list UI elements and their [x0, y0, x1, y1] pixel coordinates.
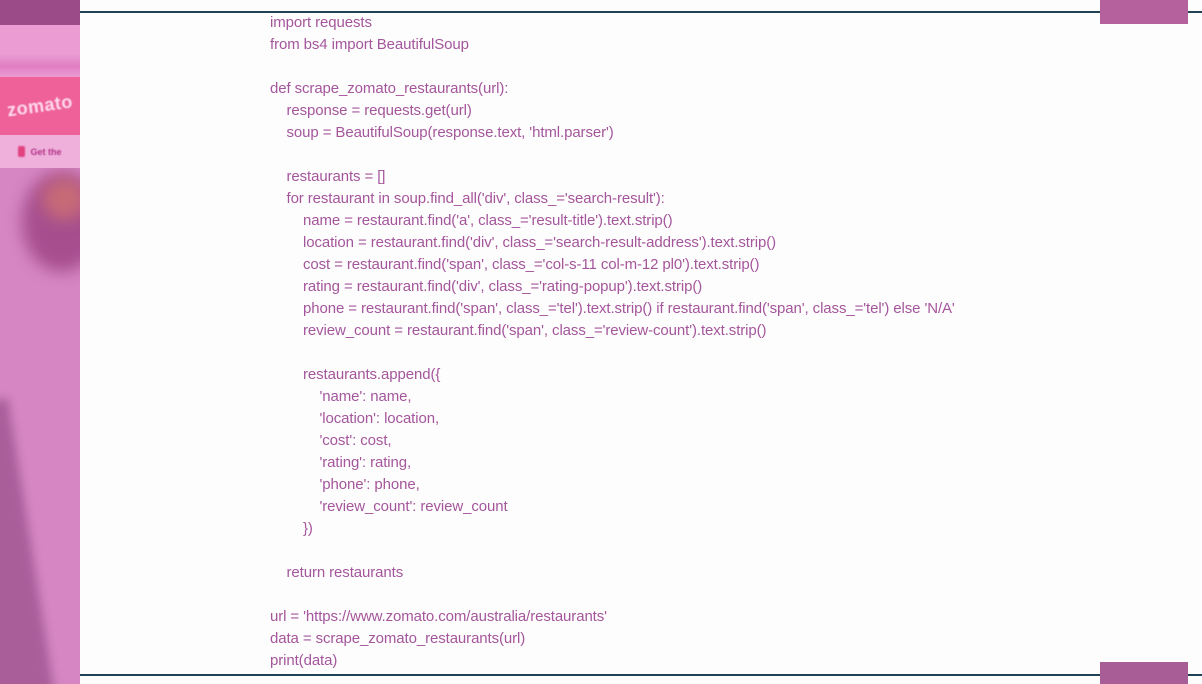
table-edge-shape [0, 398, 80, 684]
code-line: return restaurants [286, 564, 404, 581]
code-block: import requests from bs4 import Beautiful… [270, 12, 1192, 672]
code-line: rating = restaurant.find('div', class_='… [303, 278, 703, 295]
code-line [270, 56, 1192, 78]
corner-block-top [1100, 0, 1188, 24]
corner-block-bottom [1100, 662, 1188, 684]
code-line [270, 144, 1192, 166]
code-line: name = restaurant.find('a', class_='resu… [303, 212, 673, 229]
code-line: for restaurant in soup.find_all('div', c… [286, 190, 665, 207]
code-line [270, 342, 1192, 364]
code-line: 'cost': cost, [319, 432, 392, 449]
code-line: restaurants.append({ [303, 366, 441, 383]
code-line: 'phone': phone, [319, 476, 420, 493]
get-app-banner: Get the [0, 135, 80, 168]
code-line: soup = BeautifulSoup(response.text, 'htm… [286, 124, 614, 141]
code-line: def scrape_zomato_restaurants(url): [270, 80, 509, 97]
top-accent-line [80, 11, 1202, 13]
code-line: 'rating': rating, [319, 454, 412, 471]
code-line [270, 540, 1192, 562]
sidebar-top-band [0, 0, 80, 25]
code-line: 'review_count': review_count [319, 498, 508, 515]
code-line: data = scrape_zomato_restaurants(url) [270, 630, 526, 647]
code-line: phone = restaurant.find('span', class_='… [303, 300, 955, 317]
sidebar-zomato-preview: zomato Get the [0, 0, 80, 684]
code-line: url = 'https://www.zomato.com/australia/… [270, 608, 607, 625]
code-line: location = restaurant.find('div', class_… [303, 234, 777, 251]
code-line: }) [303, 520, 313, 537]
code-line: 'location': location, [319, 410, 440, 427]
get-app-text: Get the [30, 146, 62, 157]
bottom-accent-line [80, 674, 1202, 676]
code-line [270, 584, 1192, 606]
phone-icon [18, 146, 26, 157]
code-line: cost = restaurant.find('span', class_='c… [303, 256, 760, 273]
code-line: from bs4 import BeautifulSoup [270, 36, 469, 53]
sidebar-band [0, 25, 80, 77]
code-line: print(data) [270, 652, 338, 669]
food-dish-shape [42, 178, 80, 220]
food-photo [0, 168, 80, 684]
zomato-brand-band: zomato [0, 77, 80, 135]
code-line: 'name': name, [319, 388, 412, 405]
zomato-logo: zomato [5, 91, 75, 121]
code-line: response = requests.get(url) [286, 102, 472, 119]
code-line: restaurants = [] [286, 168, 386, 185]
code-line: review_count = restaurant.find('span', c… [303, 322, 767, 339]
code-panel: import requests from bs4 import Beautiful… [80, 0, 1202, 684]
code-line: import requests [270, 14, 372, 31]
